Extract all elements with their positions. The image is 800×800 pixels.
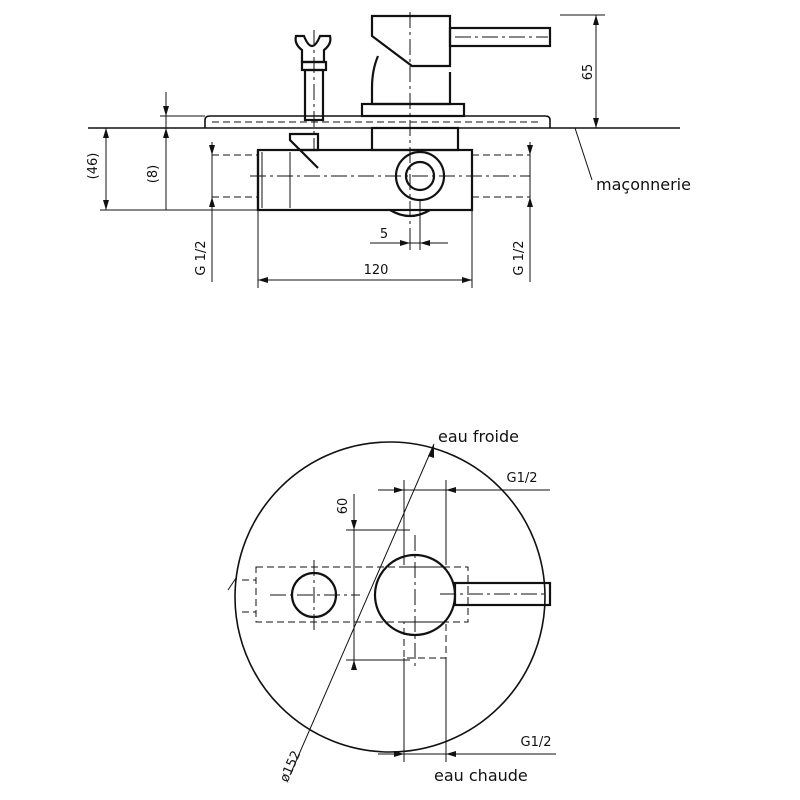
label-cold-water: eau froide xyxy=(438,427,519,446)
valve-body xyxy=(212,126,530,218)
dimension-thread-right: G 1/2 xyxy=(512,142,533,282)
label-thread-bottom: G1/2 xyxy=(521,735,552,750)
label-hot-water: eau chaude xyxy=(434,766,528,785)
label-65: 65 xyxy=(581,64,596,81)
dimension-thread-top: G1/2 xyxy=(378,471,550,565)
label-thread-top: G1/2 xyxy=(507,471,538,486)
side-view: 65 maçonnerie (46) (8) G 1/2 xyxy=(86,12,691,288)
masonry-leader xyxy=(574,127,593,181)
label-46: (46) xyxy=(86,153,101,180)
label-60: 60 xyxy=(336,498,351,515)
hidden-valve-body xyxy=(255,566,469,623)
front-view: 60 G1/2 G1/2 ø152 eau froide xyxy=(227,427,556,785)
dimension-46: (46) xyxy=(86,128,258,211)
dimension-thread-bottom: G1/2 xyxy=(378,658,556,762)
dimension-diameter: ø152 xyxy=(227,443,435,785)
dimension-120: 120 xyxy=(257,210,473,288)
dimension-60: 60 xyxy=(336,494,410,670)
label-masonry: maçonnerie xyxy=(596,175,691,194)
lever-handle xyxy=(360,12,552,230)
dimension-thread-left: G 1/2 xyxy=(194,142,215,282)
label-thread-left: G 1/2 xyxy=(194,240,209,275)
dimension-8: (8) xyxy=(146,92,205,210)
dimension-5: 5 xyxy=(370,200,448,250)
label-8: (8) xyxy=(146,165,161,183)
label-5: 5 xyxy=(380,227,388,242)
label-120: 120 xyxy=(364,263,389,278)
hidden-inlet-bottom xyxy=(403,621,447,659)
dimension-65: 65 xyxy=(560,14,605,129)
label-diameter: ø152 xyxy=(277,749,304,785)
diverter-knob xyxy=(294,30,332,150)
label-thread-right: G 1/2 xyxy=(512,240,527,275)
cover-plate-circle xyxy=(234,441,546,753)
